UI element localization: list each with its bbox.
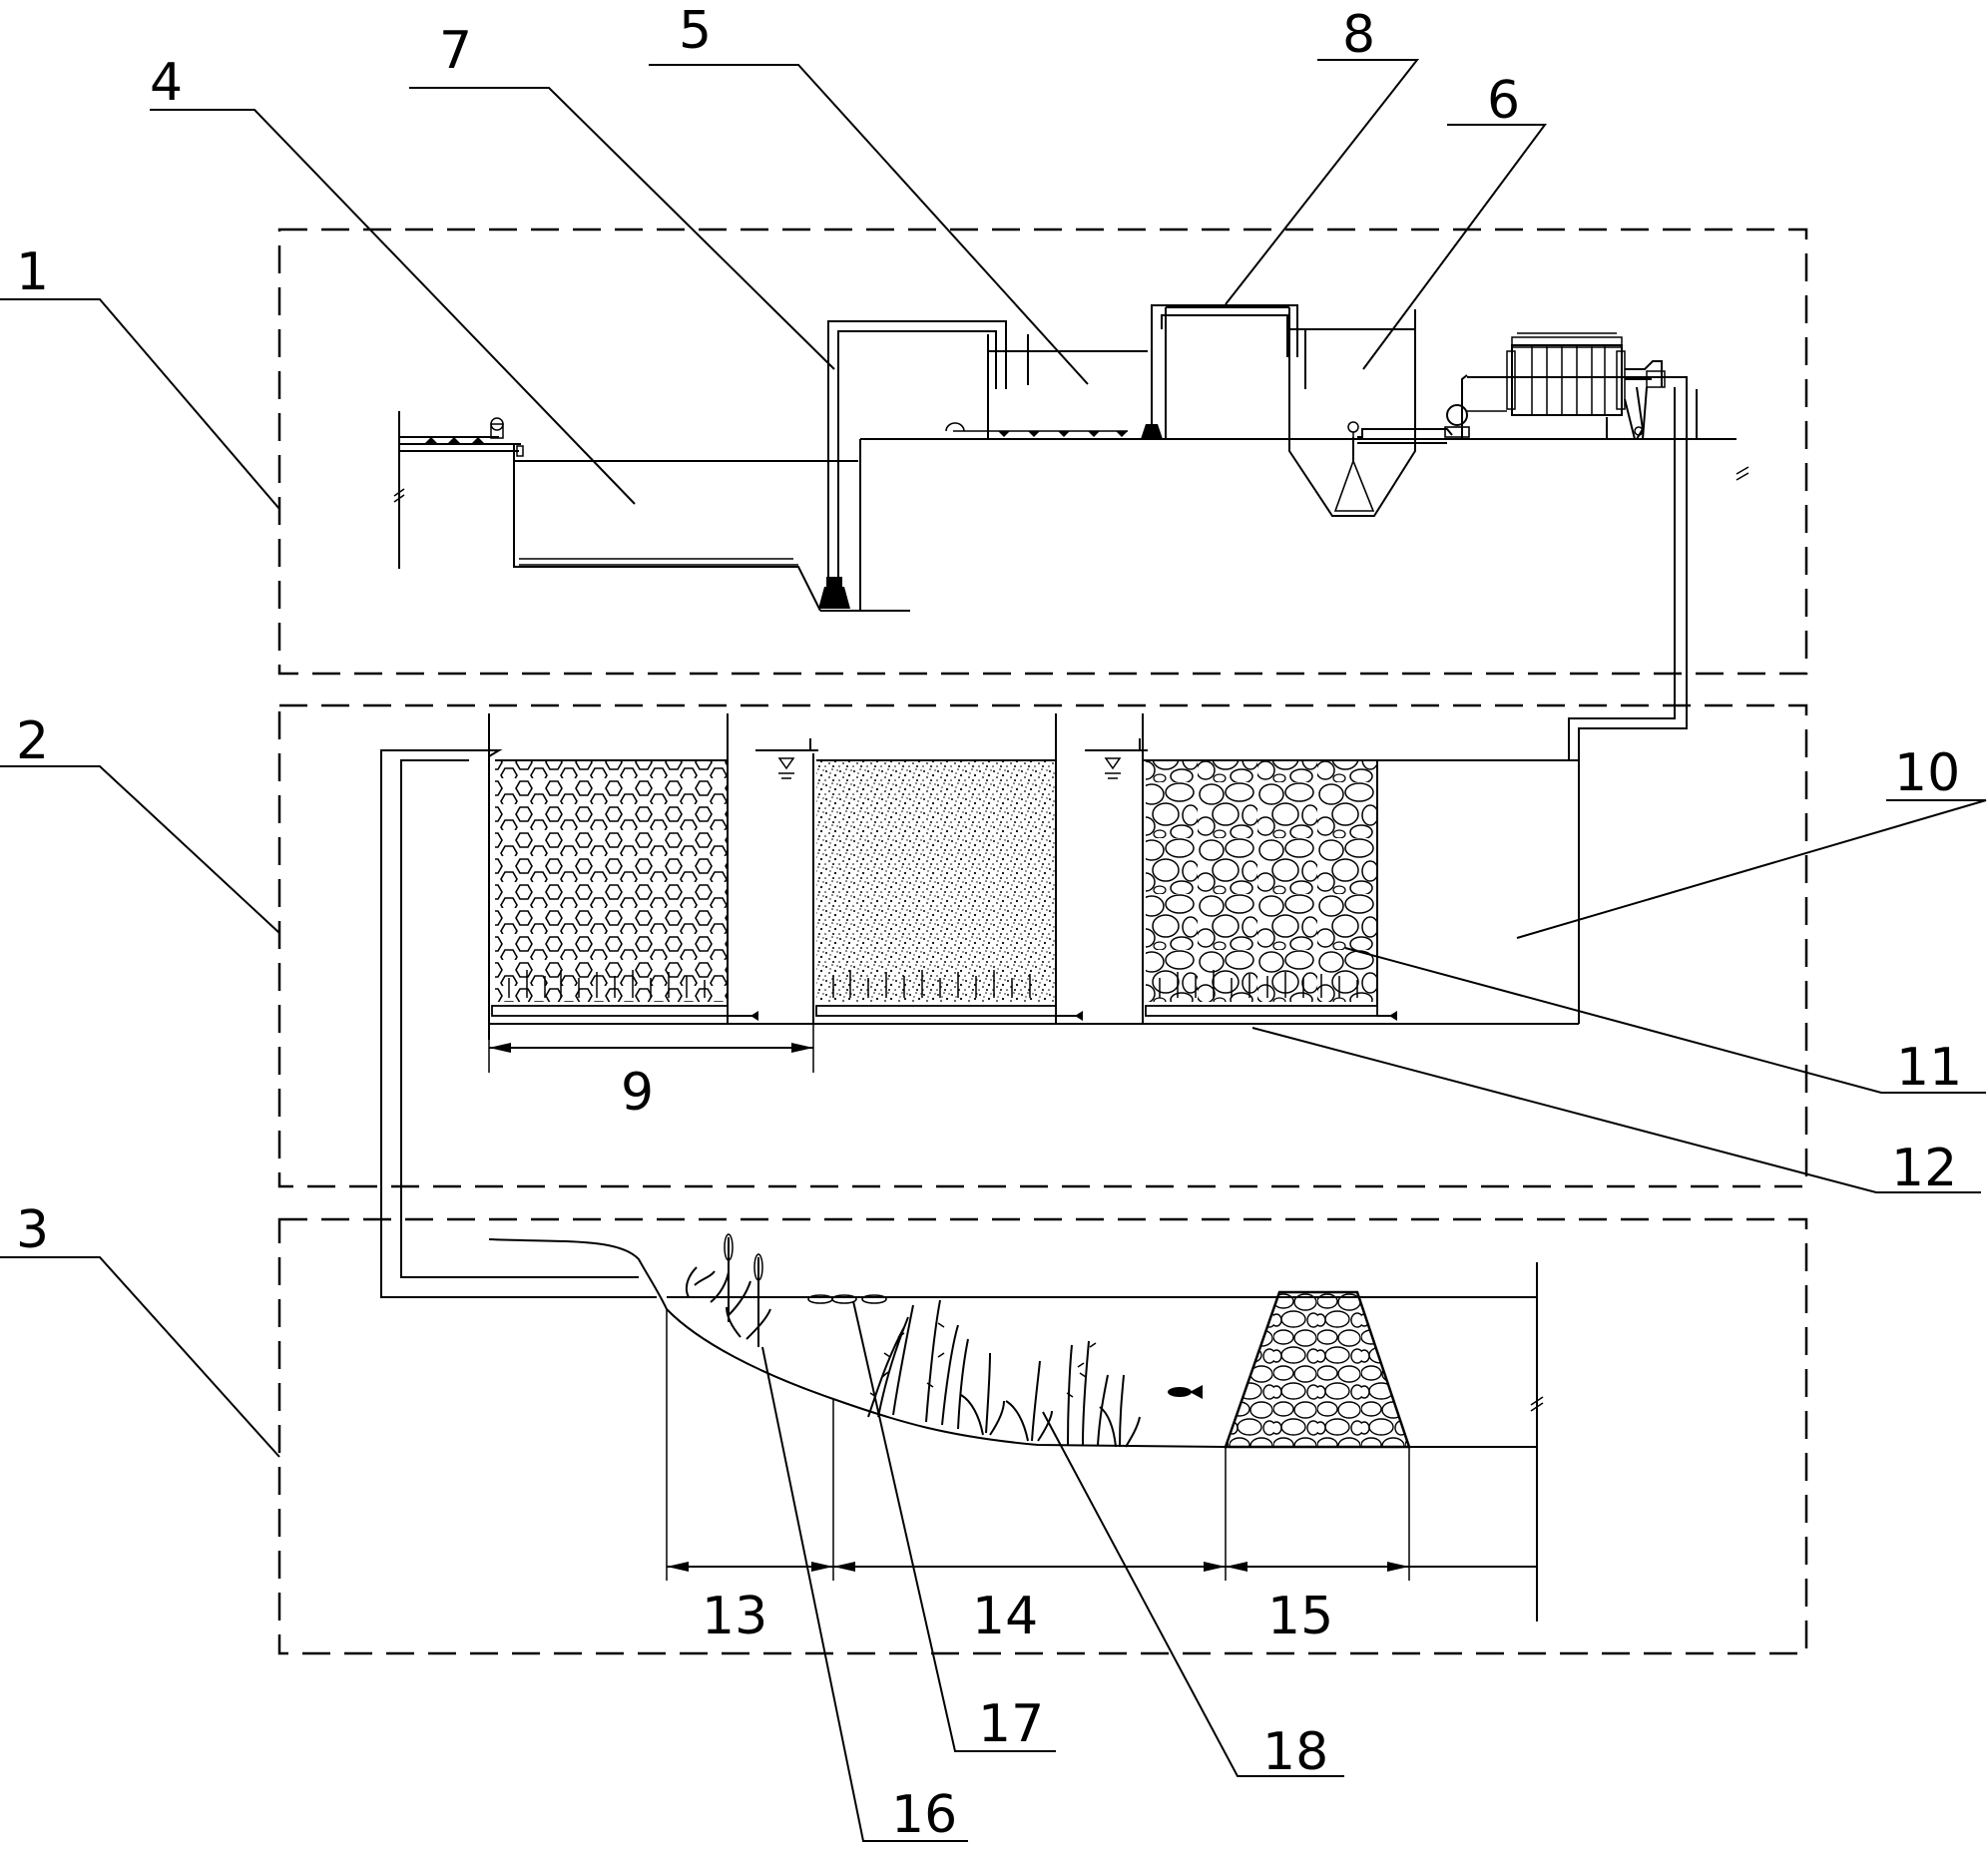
pipe-8	[1151, 304, 1298, 357]
callout-11: 11	[1896, 1038, 1962, 1098]
diffuser-row	[945, 422, 1128, 437]
callout-3: 3	[16, 1200, 49, 1260]
filter-media-stone	[1146, 759, 1378, 1010]
dimension-9	[488, 1024, 814, 1073]
stage-1-pretreatment	[393, 304, 1749, 760]
dimensions-13-14-15	[666, 1309, 1537, 1581]
callout-17: 17	[978, 1694, 1044, 1754]
rock-dam	[1224, 1290, 1411, 1449]
fish-icon	[1168, 1385, 1203, 1399]
pipe-to-stage-2	[1568, 376, 1688, 760]
filter-media-hexagonal	[495, 759, 728, 1002]
filter-press-icon	[1461, 332, 1666, 440]
callout-16: 16	[891, 1785, 957, 1845]
callout-9: 9	[621, 1063, 654, 1123]
frame-stage-1	[277, 228, 1808, 676]
sludge-hopper-icon	[1333, 437, 1375, 512]
water-level-marker	[755, 738, 818, 779]
aeration-pipes	[491, 1005, 1397, 1021]
leader-lines	[0, 59, 1987, 1842]
callout-13: 13	[702, 1587, 767, 1646]
bubble-arrows	[508, 970, 1358, 998]
callout-12: 12	[1891, 1139, 1957, 1198]
callout-18: 18	[1262, 1722, 1328, 1782]
callout-10: 10	[1894, 743, 1960, 803]
callout-15: 15	[1267, 1587, 1333, 1646]
sludge-pump-icon	[1444, 404, 1507, 438]
tank-5	[945, 329, 1163, 439]
emergent-plants	[685, 1233, 771, 1347]
callout-8: 8	[1342, 5, 1375, 65]
callout-6: 6	[1487, 71, 1520, 131]
tank-6	[1165, 306, 1416, 517]
lift-pump-icon	[818, 577, 850, 609]
pipe-7	[827, 320, 1007, 577]
callout-5: 5	[679, 1, 712, 61]
frame-stage-3	[277, 1217, 1808, 1655]
water-level-marker-2	[1085, 738, 1148, 779]
stage-2-filtration	[381, 713, 1580, 1073]
screen-channel	[393, 411, 821, 612]
stage-3-ecological-pond	[488, 1233, 1544, 1621]
callout-numbers: 1 4 7 5 8 6 2 10 9 11 12 3 13 14 15 17 1…	[16, 1, 1962, 1845]
callout-4: 4	[150, 53, 183, 113]
callout-2: 2	[16, 711, 49, 771]
submerged-plants	[867, 1299, 1141, 1448]
bar-screen	[399, 417, 524, 457]
callout-7: 7	[439, 21, 472, 81]
transfer-pump-icon	[1141, 329, 1163, 439]
frame-stage-2	[277, 703, 1808, 1188]
floating-plants	[807, 1294, 887, 1304]
pipe-to-stage-3	[380, 749, 657, 1298]
filter-media-sand	[816, 759, 1056, 1002]
callout-14: 14	[972, 1587, 1038, 1646]
callout-1: 1	[16, 242, 49, 302]
